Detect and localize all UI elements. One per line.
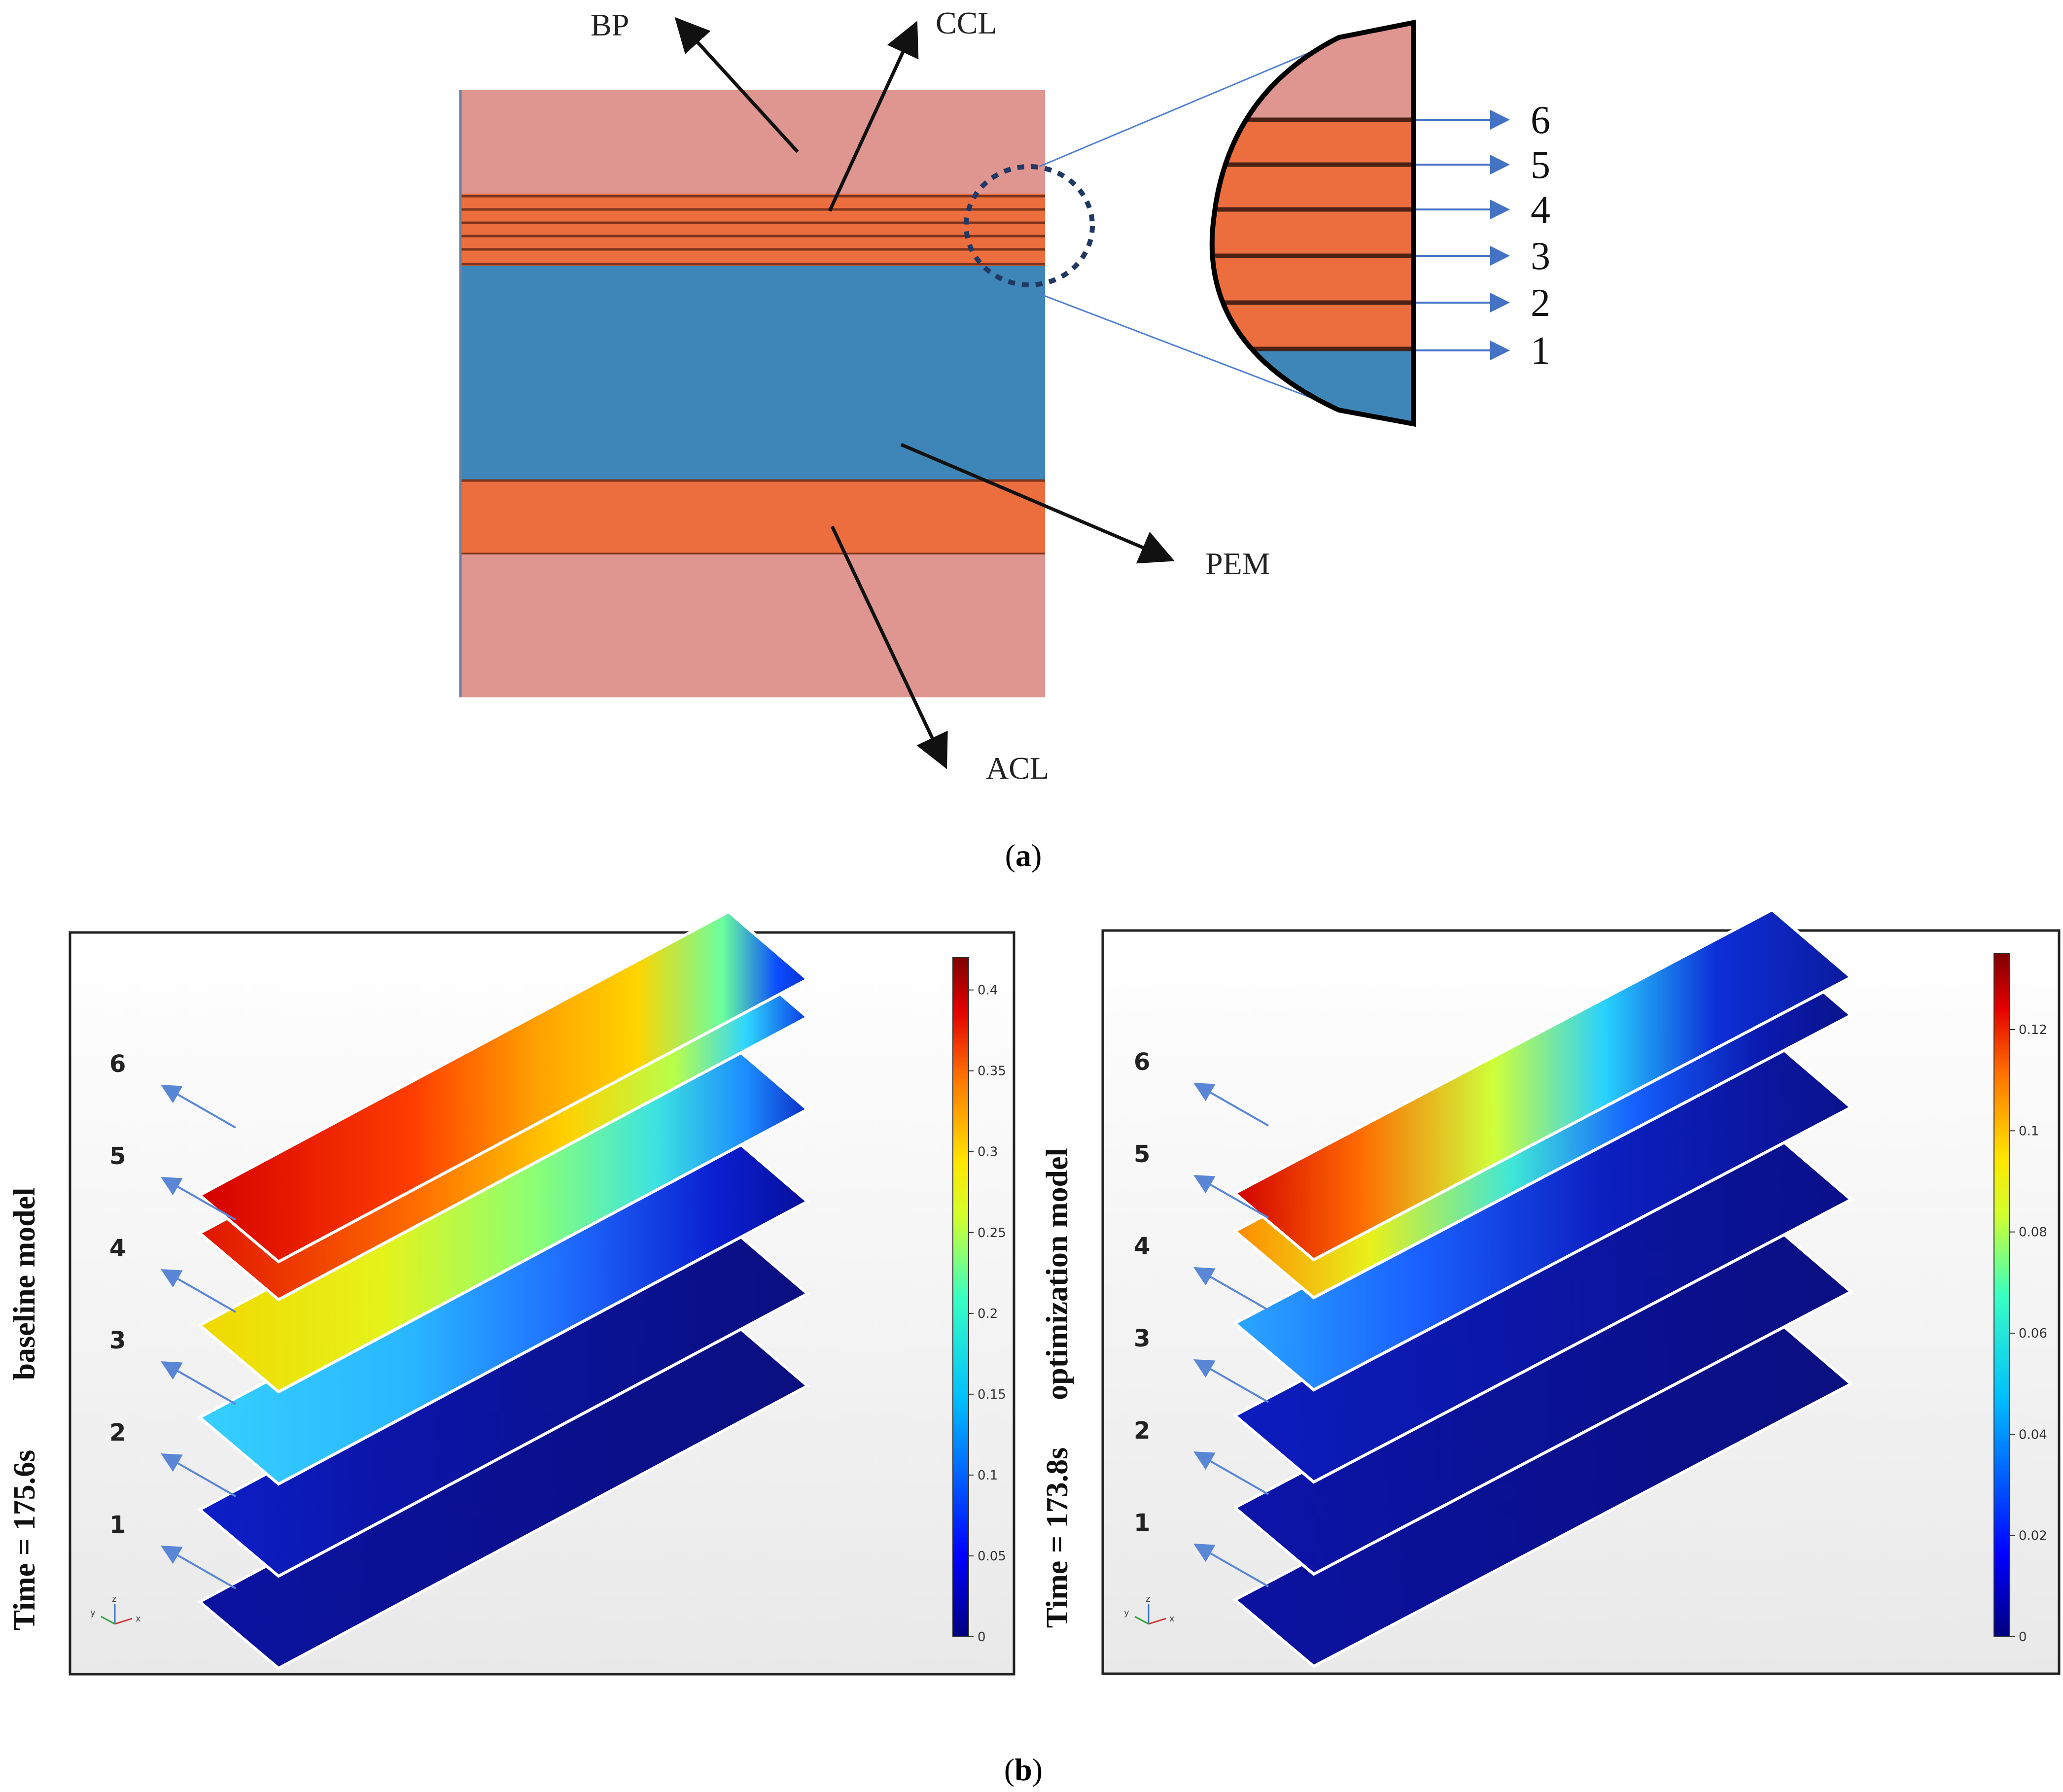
sublayer-number-5: 5 — [1531, 143, 1550, 187]
baseline-colorbar-tick-label: 0.4 — [978, 983, 998, 998]
baseline-colorbar-tick-label: 0.25 — [978, 1226, 1006, 1241]
optimization-model-title: optimization model — [1041, 1148, 1074, 1400]
acl-label: ACL — [986, 751, 1049, 786]
baseline-plane-number-6: 6 — [109, 1050, 126, 1078]
optimization-plane-numbers: 6 5 4 3 2 1 — [1134, 1048, 1150, 1537]
bp-label: BP — [591, 7, 629, 42]
optimization-plane-arrows — [1193, 1083, 1269, 1587]
anode-catalyst-layer — [459, 480, 1045, 554]
baseline-time-label: Time = 175.6s — [8, 1450, 41, 1631]
baseline-plane-number-2: 2 — [109, 1419, 126, 1447]
baseline-axis-y-label: y — [90, 1608, 96, 1618]
sublayer-number-6: 6 — [1531, 99, 1550, 142]
baseline-colorbar-tick-label: 0.05 — [978, 1549, 1006, 1564]
optimization-axis-y-label: y — [1124, 1608, 1129, 1618]
cathode-catalyst-layer — [459, 194, 1045, 266]
optimization-axis-z-label: z — [1146, 1594, 1150, 1604]
baseline-model-plot: 6 5 4 3 2 1 0.4 0.35 0.3 0.25 0.2 0.15 0.1 0.05… — [8, 910, 1015, 1676]
optimization-plane-number-1: 1 — [1134, 1509, 1150, 1537]
layer-structure-diagram: 6 5 4 3 2 1 BP CCL PEM ACL (a) — [459, 5, 1550, 873]
baseline-axis-z-label: z — [112, 1594, 116, 1604]
baseline-plane-number-1: 1 — [109, 1511, 126, 1539]
zoom-connector-top — [1039, 38, 1341, 168]
optimization-model-plot: 6 5 4 3 2 1 0.12 0.1 0.08 0.06 0.04 0.02 0 z x… — [1041, 908, 2061, 1675]
optimization-plane-number-6: 6 — [1134, 1048, 1150, 1076]
optimization-plane-number-3: 3 — [1134, 1325, 1150, 1352]
sublayer-number-3: 3 — [1531, 235, 1550, 278]
optimization-colorbar-tick-label: 0.08 — [2019, 1225, 2047, 1240]
pem-label: PEM — [1205, 546, 1270, 581]
baseline-colorbar-tick-label: 0.3 — [978, 1145, 998, 1160]
zoom-detail-outline — [1209, 19, 1416, 427]
acl-arrow — [830, 525, 948, 769]
baseline-plane-number-3: 3 — [109, 1327, 126, 1354]
baseline-plane-numbers: 6 5 4 3 2 1 — [109, 1050, 126, 1539]
baseline-plane-number-5: 5 — [109, 1142, 126, 1170]
optimization-colorbar-tick-label: 0 — [2019, 1630, 2027, 1645]
baseline-plane-number-4: 4 — [109, 1235, 126, 1262]
optimization-colorbar-tick-label: 0.04 — [2019, 1427, 2047, 1442]
optimization-colorbar — [1993, 953, 2010, 1637]
baseline-colorbar-tick-label: 0.1 — [978, 1468, 998, 1483]
pem-arrow — [900, 443, 1175, 564]
baseline-plane-6 — [197, 910, 810, 1264]
sublayer-number-1: 1 — [1531, 329, 1550, 373]
baseline-colorbar-tick-label: 0.15 — [978, 1387, 1006, 1402]
optimization-plane-6 — [1232, 908, 1854, 1262]
catalyst-sublayer-lines — [459, 195, 1045, 266]
optimization-axis-triad-icon: z x y — [1124, 1594, 1175, 1625]
dashed-focus-circle — [964, 164, 1095, 287]
bipolar-plate-bottom — [459, 554, 1045, 697]
baseline-colorbar-tick-label: 0.2 — [978, 1307, 998, 1321]
proton-exchange-membrane — [459, 266, 1045, 480]
baseline-colorbar-ticks: 0.4 0.35 0.3 0.25 0.2 0.15 0.1 0.05 0 — [969, 983, 1006, 1645]
bp-arrow — [674, 17, 799, 153]
optimization-colorbar-tick-label: 0.1 — [2019, 1124, 2039, 1138]
zoom-detail — [1212, 23, 1413, 424]
baseline-model-title: baseline model — [8, 1188, 41, 1380]
concentration-plots: 6 5 4 3 2 1 0.40.350.30.250.20.150.10.05… — [8, 908, 2061, 1787]
optimization-plane-number-4: 4 — [1134, 1233, 1150, 1260]
optimization-colorbar-ticks: 0.12 0.1 0.08 0.06 0.04 0.02 0 — [2010, 1023, 2047, 1645]
optimization-plane-number-5: 5 — [1134, 1140, 1150, 1168]
baseline-colorbar-tick-label: 0.35 — [978, 1064, 1006, 1079]
sublayer-number-2: 2 — [1531, 281, 1550, 325]
panel-a-caption: (a) — [1005, 838, 1042, 873]
baseline-axis-triad-icon: z x y — [90, 1594, 141, 1625]
layer-stack — [459, 90, 1045, 697]
optimization-axis-x-label: x — [1169, 1614, 1175, 1624]
sublayer-numbers: 6 5 4 3 2 1 — [1531, 99, 1550, 373]
optimization-time-label: Time = 173.8s — [1041, 1447, 1074, 1628]
zoom-connector-bottom — [1039, 293, 1344, 411]
ccl-arrow — [828, 21, 919, 212]
sublayer-number-4: 4 — [1531, 188, 1550, 232]
optimization-colorbar-tick-label: 0.12 — [2019, 1023, 2047, 1037]
panel-b-caption: (b) — [1004, 1752, 1043, 1787]
optimization-plane-number-2: 2 — [1134, 1417, 1150, 1445]
baseline-colorbar-tick-label: 0 — [978, 1630, 986, 1645]
ccl-label: CCL — [936, 5, 997, 40]
optimization-colorbar-tick-label: 0.02 — [2019, 1529, 2047, 1544]
callout-arrows — [674, 17, 1175, 769]
baseline-colorbar — [952, 957, 969, 1637]
optimization-colorbar-tick-label: 0.06 — [2019, 1326, 2047, 1341]
baseline-plane-arrows — [161, 1085, 236, 1589]
sublayer-arrows — [1416, 110, 1510, 360]
bipolar-plate-top — [459, 90, 1045, 194]
baseline-axis-x-label: x — [136, 1614, 141, 1624]
